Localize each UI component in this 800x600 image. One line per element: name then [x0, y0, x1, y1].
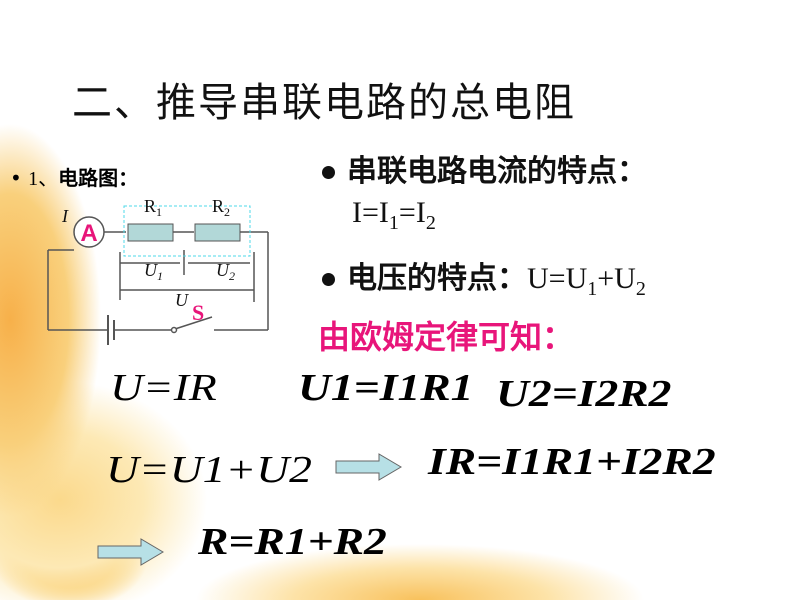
ammeter-label: A: [80, 220, 97, 247]
dashed-box: [123, 205, 251, 257]
equation-ir-sum: IR=I1R1+I2R2: [428, 441, 716, 483]
resistor-r1: [127, 223, 174, 242]
circuit-diagram: A I R1 R2 U1 U2 U S: [47, 196, 269, 345]
equation-u1: U1=I1R1: [298, 367, 474, 409]
ohm-law-text: 由欧姆定律可知：: [318, 318, 575, 356]
equation-u-sum: U=U1+U2: [106, 449, 312, 491]
u1-label: U1: [144, 260, 163, 283]
bullet-dot: [322, 166, 335, 179]
heading-number: 1、: [28, 168, 59, 190]
resistor-r2: [194, 223, 241, 242]
switch-label: S: [192, 300, 204, 325]
r1-label: R1: [144, 196, 162, 219]
point-voltage: 电压的特点：U=U1+U2: [322, 253, 646, 301]
point-current: 串联电路电流的特点：: [322, 146, 647, 190]
ammeter: [73, 216, 105, 248]
voltage-formula: U=U1+U2: [527, 262, 646, 300]
arrow-icon: [335, 453, 402, 481]
bullet-dot: [322, 273, 335, 286]
arrow-icon: [97, 538, 164, 566]
current-label: I: [61, 206, 69, 226]
page-title: 二、推导串联电路的总电阻: [72, 80, 576, 126]
point-label: 电压的特点：: [347, 261, 527, 296]
equation-u2: U2=I2R2: [496, 373, 672, 415]
equation-r-sum: R=R1+R2: [198, 521, 387, 563]
r2-label: R2: [212, 196, 230, 219]
current-formula: I=I1=I2: [352, 196, 436, 234]
equation-u: U=IR: [110, 367, 217, 409]
point-label: 串联电路电流的特点：: [347, 154, 647, 189]
bullet: •: [10, 166, 22, 190]
u-label: U: [175, 290, 189, 310]
u2-label: U2: [216, 260, 235, 283]
heading-label: 电路图：: [58, 166, 139, 190]
circuit-heading: • 1、电路图：: [10, 162, 138, 191]
